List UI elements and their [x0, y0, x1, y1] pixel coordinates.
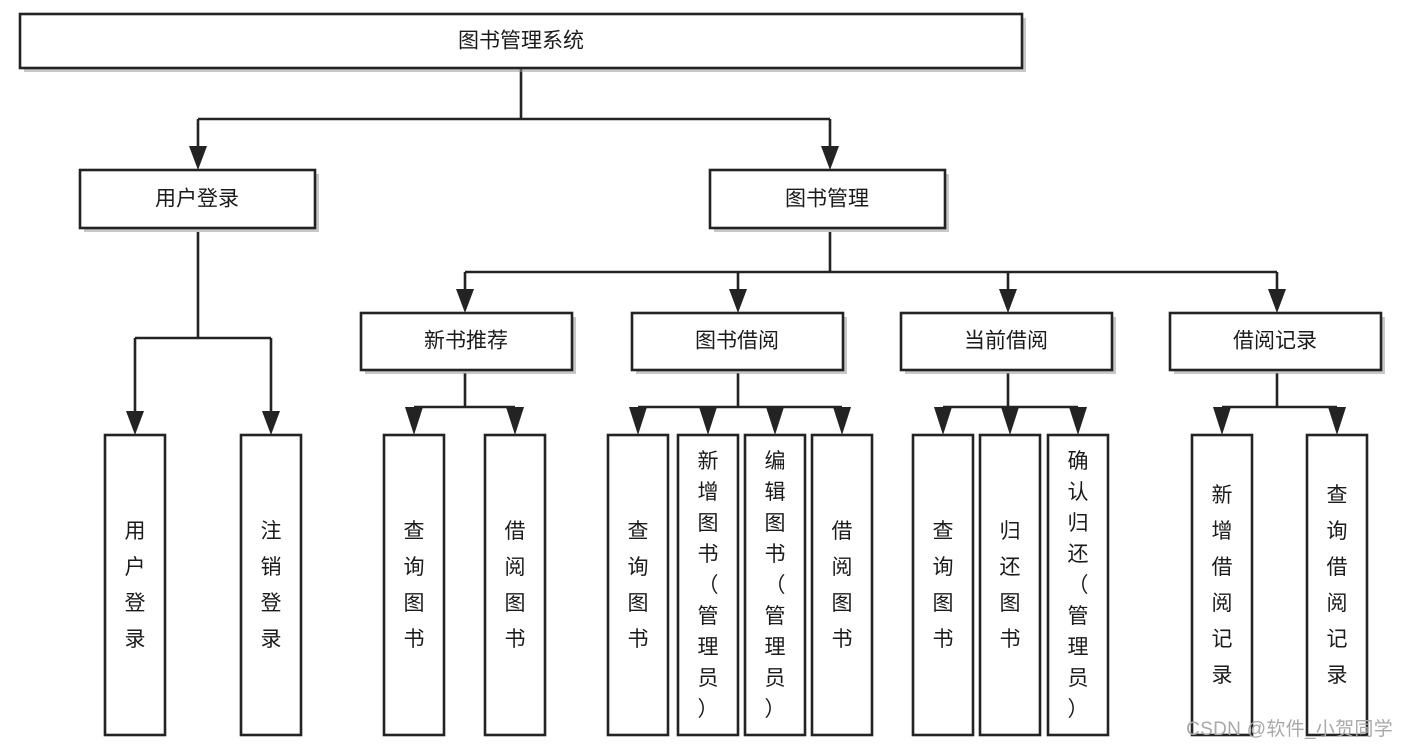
- node-leaf-logout-label: 注销登录: [261, 520, 282, 651]
- node-borrow-record-box[interactable]: [1168, 311, 1383, 372]
- arrowhead-leaf-borrow-book-2: [833, 407, 851, 435]
- node-current-borrow[interactable]: 当前借阅: [899, 311, 1116, 374]
- node-leaf-borrow-book-2-label: 借阅图书: [832, 520, 853, 651]
- arrowhead-leaf-user-login: [126, 411, 144, 435]
- node-current-borrow-box[interactable]: [899, 311, 1114, 372]
- node-leaf-add-record[interactable]: [1190, 433, 1254, 737]
- node-new-book-recommend[interactable]: 新书推荐: [359, 311, 576, 374]
- node-root-box[interactable]: [18, 12, 1024, 70]
- node-leaf-user-login-label: 用户登录: [125, 520, 146, 651]
- node-book-manage-box[interactable]: [708, 168, 947, 230]
- arrowhead-leaf-borrow-book-1: [506, 407, 524, 435]
- node-leaf-return-book[interactable]: [978, 433, 1042, 737]
- arrowhead-leaf-query-book-1: [405, 407, 423, 435]
- node-leaf-query-book-3-box[interactable]: [911, 433, 975, 737]
- arrowhead-leaf-query-book-2: [629, 407, 647, 435]
- arrowhead-leaf-add-record: [1213, 407, 1231, 435]
- node-leaf-add-book-label: 新增图书（管理员）: [698, 450, 719, 721]
- node-leaf-logout[interactable]: [239, 433, 303, 737]
- node-user-login-label: 用户登录: [155, 188, 239, 211]
- node-leaf-borrow-book-1-label: 借阅图书: [505, 520, 526, 651]
- arrowhead-leaf-query-book-3: [934, 407, 952, 435]
- node-leaf-edit-book-box[interactable]: [743, 433, 807, 737]
- node-leaf-user-login[interactable]: [103, 433, 167, 737]
- node-leaf-confirm-return[interactable]: [1046, 433, 1110, 737]
- node-leaf-add-book-box[interactable]: [676, 433, 740, 737]
- node-leaf-query-book-2-label: 查询图书: [628, 520, 649, 651]
- node-book-manage[interactable]: 图书管理: [708, 168, 949, 232]
- arrowhead-book-borrow: [729, 289, 747, 313]
- arrowhead-leaf-return-book: [1001, 407, 1019, 435]
- arrowhead-book-manage: [821, 146, 839, 170]
- node-leaf-confirm-return-label: 确认归还（管理员）: [1068, 450, 1089, 721]
- node-leaf-edit-book[interactable]: [743, 433, 807, 737]
- node-leaf-query-book-1-box[interactable]: [382, 433, 446, 737]
- node-leaf-add-record-box[interactable]: [1190, 433, 1254, 737]
- node-user-login-box[interactable]: [78, 168, 317, 230]
- node-root[interactable]: 图书管理系统: [18, 12, 1026, 72]
- node-leaf-borrow-book-2-box[interactable]: [810, 433, 874, 737]
- node-book-borrow-box[interactable]: [630, 311, 845, 372]
- node-book-borrow-label: 图书借阅: [695, 330, 779, 353]
- node-new-book-recommend-box[interactable]: [359, 311, 574, 372]
- arrowhead-leaf-query-record: [1328, 407, 1346, 435]
- node-leaf-query-record-label: 查询借阅记录: [1327, 484, 1348, 687]
- arrowhead-current-borrow: [999, 289, 1017, 313]
- node-leaf-query-book-3[interactable]: [911, 433, 975, 737]
- node-leaf-borrow-book-1[interactable]: [483, 433, 547, 737]
- node-book-manage-label: 图书管理: [785, 188, 869, 211]
- node-book-borrow[interactable]: 图书借阅: [630, 311, 847, 374]
- node-leaf-query-book-3-label: 查询图书: [933, 520, 954, 651]
- node-leaf-add-book[interactable]: [676, 433, 740, 737]
- node-leaf-edit-book-label: 编辑图书（管理员）: [765, 450, 786, 721]
- arrowhead-leaf-confirm-return: [1069, 407, 1087, 435]
- node-leaf-query-book-1[interactable]: [382, 433, 446, 737]
- node-leaf-return-book-label: 归还图书: [1000, 520, 1021, 651]
- arrowhead-leaf-add-book: [699, 407, 717, 435]
- node-borrow-record[interactable]: 借阅记录: [1168, 311, 1385, 374]
- node-leaf-query-book-2-box[interactable]: [606, 433, 670, 737]
- node-borrow-record-label: 借阅记录: [1233, 330, 1317, 353]
- node-current-borrow-label: 当前借阅: [964, 330, 1048, 353]
- node-new-book-recommend-label: 新书推荐: [424, 330, 508, 353]
- node-leaf-user-login-box[interactable]: [103, 433, 167, 737]
- node-leaf-logout-box[interactable]: [239, 433, 303, 737]
- node-leaf-borrow-book-1-box[interactable]: [483, 433, 547, 737]
- node-leaf-return-book-box[interactable]: [978, 433, 1042, 737]
- arrowhead-user-login: [189, 146, 207, 170]
- node-root-label: 图书管理系统: [458, 30, 584, 53]
- arrowhead-borrow-record: [1268, 289, 1286, 313]
- node-user-login[interactable]: 用户登录: [78, 168, 319, 232]
- arrowhead-leaf-logout: [262, 411, 280, 435]
- node-leaf-query-book-2[interactable]: [606, 433, 670, 737]
- leaf-text-layer: 用户登录 注销登录 查询图书 借阅图书 查询图书 新增图书（管理员） 编辑图书（管理员） 借阅…: [125, 450, 1348, 721]
- arrowhead-leaf-edit-book: [766, 407, 784, 435]
- csdn-watermark: CSDN @软件_小贺同学: [1186, 719, 1393, 740]
- node-leaf-add-record-label: 新增借阅记录: [1212, 484, 1233, 687]
- node-leaf-query-record-box[interactable]: [1305, 433, 1369, 737]
- edge-group: [126, 68, 1346, 435]
- arrowhead-new-book-recommend: [456, 289, 474, 313]
- node-leaf-query-record[interactable]: [1305, 433, 1369, 737]
- node-leaf-confirm-return-box[interactable]: [1046, 433, 1110, 737]
- node-leaf-query-book-1-label: 查询图书: [404, 520, 425, 651]
- node-leaf-borrow-book-2[interactable]: [810, 433, 874, 737]
